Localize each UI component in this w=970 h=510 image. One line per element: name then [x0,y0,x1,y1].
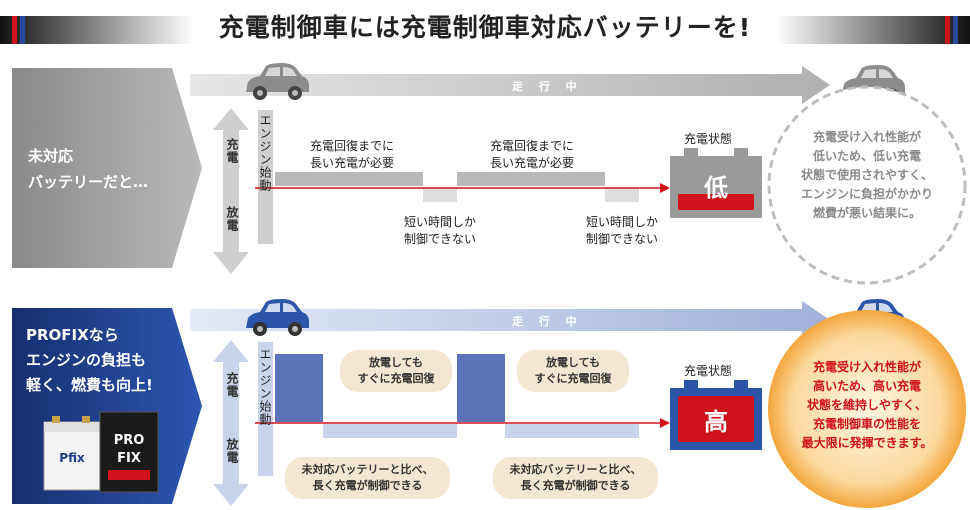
bottom-axis-arrow [213,340,249,506]
top-charge-chart [255,110,670,244]
bottom-driving-arrow [190,301,830,339]
bottom-status-value: 高 [704,408,728,436]
bottom-bubble-4: 未対応バッテリーと比べ、長く充電が制御できる [493,457,658,499]
bottom-result-text: 充電受け入れ性能が 高いため、高い充電 状態を維持しやすく、 充電制御車の性能を… [801,360,933,450]
bottom-result-circle [768,310,966,508]
svg-text:Pfix: Pfix [59,451,85,465]
top-battery-icon [670,148,762,218]
top-car-start-icon [246,63,309,100]
top-driving-arrow [190,66,830,104]
bottom-left-label-2: エンジンの負担も [26,351,147,369]
top-left-chevron [12,68,202,268]
top-note-4: 短い時間しか制御できない [585,215,658,246]
top-note-3: 短い時間しか制御できない [403,215,476,246]
bottom-charge-chart [255,342,670,476]
bottom-left-label-3: 軽く、燃費も向上! [26,376,153,394]
top-note-1: 充電回復までに長い充電が必要 [309,139,394,170]
bottom-bubble-2: 放電してもすぐに充電回復 [517,350,629,392]
top-discharge-label: 放電 [225,206,239,232]
top-left-label-1: 未対応 [28,147,74,165]
top-driving-label: 走 行 中 [512,80,583,93]
bottom-bubble-1: 放電してもすぐに充電回復 [340,350,452,392]
bottom-engine-start: エンジン始動 [258,348,272,426]
top-status-label: 充電状態 [684,132,733,146]
bottom-discharge-label: 放電 [225,438,239,464]
bottom-charge-label: 充電 [225,372,239,398]
title-bar [0,16,970,44]
top-charge-label: 充電 [225,138,239,164]
bottom-car-start-icon [246,299,309,336]
battery-product-image: Pfix PRO FIX [43,411,159,493]
top-left-label-2: バッテリーだと… [28,173,149,191]
top-result-circle [767,85,967,285]
bottom-battery-icon [670,380,762,450]
svg-text:PRO: PRO [114,433,145,448]
bottom-driving-label: 走 行 中 [512,315,583,328]
svg-text:FIX: FIX [117,451,141,466]
bottom-left-label-1: PROFIXなら [26,326,119,344]
top-status-value: 低 [704,174,728,202]
bottom-status-label: 充電状態 [684,364,733,378]
top-result-text: 充電受け入れ性能が 低いため、低い充電 状態で使用されやすく、 エンジンに負担が… [800,130,933,220]
top-note-2: 充電回復までに長い充電が必要 [489,139,574,170]
bottom-bubble-3: 未対応バッテリーと比べ、長く充電が制御できる [285,457,450,499]
page-title: 充電制御車には充電制御車対応バッテリーを! [218,13,752,42]
top-axis-arrow [213,108,249,274]
top-engine-start: エンジン始動 [258,114,272,192]
